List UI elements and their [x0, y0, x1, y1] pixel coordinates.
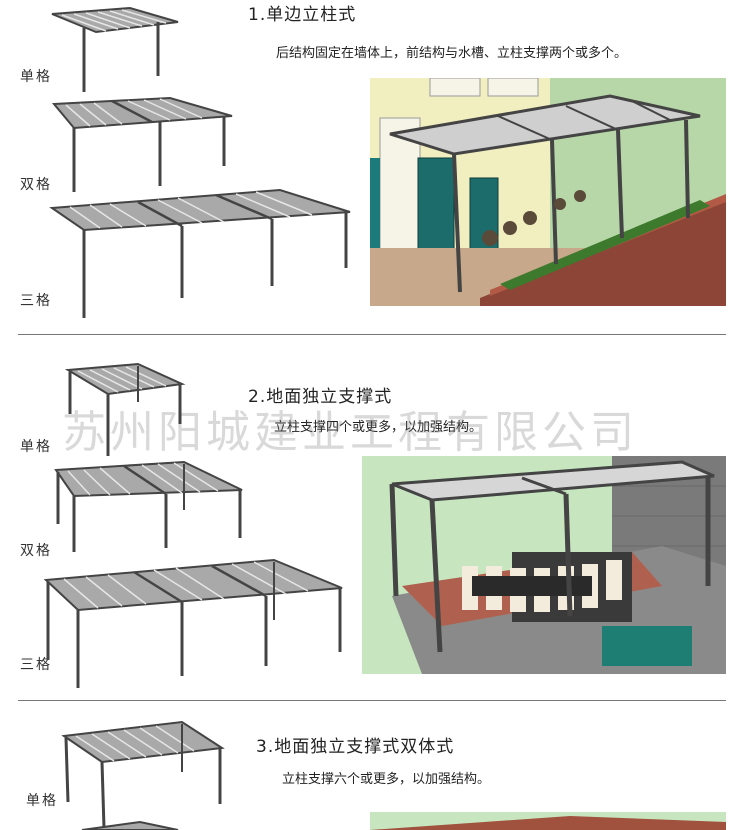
section-3-description: 立柱支撑六个或更多，以加强结构。 [282, 772, 491, 787]
label-double-2: 双格 [20, 543, 52, 559]
section-3-title: 3.地面独立支撑式双体式 [256, 737, 455, 757]
label-triple-2: 三格 [20, 657, 52, 673]
label-double-1: 双格 [20, 177, 52, 193]
scene-image-1 [370, 78, 726, 306]
pergola-single-diagram-2 [64, 362, 186, 456]
section-2-title: 2.地面独立支撑式 [248, 387, 393, 407]
pergola-double-diagram-2 [54, 460, 243, 552]
pergola-triple-diagram-1 [49, 188, 351, 318]
pergola-single-diagram-3 [61, 720, 225, 829]
watermark-text: 苏州阳城建业工程有限公司 [62, 407, 638, 458]
section-1-description: 后结构固定在墙体上，前结构与水槽、立柱支撑两个或多个。 [276, 46, 628, 61]
label-single-1: 单格 [20, 69, 52, 85]
scene-image-3 [370, 812, 726, 830]
pergola-single-diagram-1 [51, 6, 179, 92]
section-1-title: 1.单边立柱式 [248, 5, 357, 25]
label-triple-1: 三格 [20, 293, 52, 309]
pergola-partial-diagram-3 [81, 820, 179, 830]
label-single-3: 单格 [26, 793, 58, 809]
pergola-triple-diagram-2 [43, 558, 343, 688]
section-2-description: 立柱支撑四个或更多，以加强结构。 [274, 420, 483, 435]
pergola-double-diagram-1 [51, 96, 233, 192]
scene-image-2 [362, 456, 726, 674]
section-divider-1 [18, 334, 726, 335]
section-divider-2 [18, 700, 726, 701]
label-single-2: 单格 [20, 439, 52, 455]
